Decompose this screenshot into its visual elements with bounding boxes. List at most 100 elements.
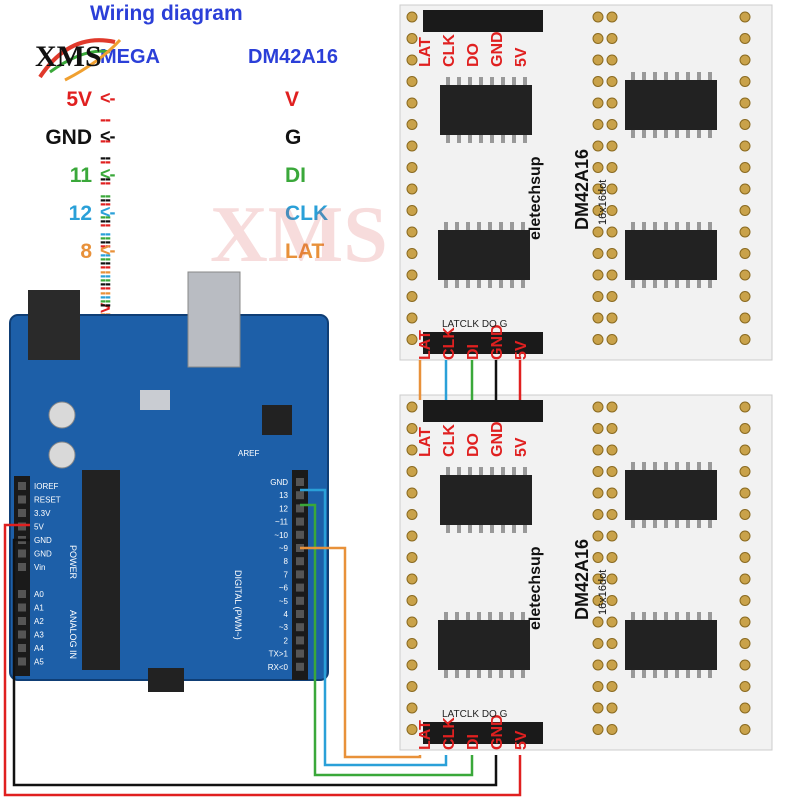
- chip-leg: [686, 520, 690, 528]
- legend-from: 8: [80, 240, 92, 263]
- chip-leg: [708, 222, 712, 230]
- chip-leg: [466, 222, 470, 230]
- chip-leg: [468, 77, 472, 85]
- pin-hole: [406, 226, 418, 238]
- pin-hole: [606, 487, 618, 499]
- chip-leg: [675, 462, 679, 470]
- pin-hole: [406, 466, 418, 477]
- header-pin: [296, 517, 304, 526]
- sub-text: 16x16dot: [597, 180, 609, 225]
- chip-leg: [444, 280, 448, 288]
- header-pin: [296, 649, 304, 658]
- header-pin-label: 8: [284, 557, 289, 566]
- pin-hole: [606, 616, 618, 628]
- header-pin-label: A3: [34, 631, 44, 640]
- driver-chip: [625, 230, 717, 280]
- pin-hole: [406, 119, 418, 130]
- output-connector: [423, 722, 543, 744]
- pin-hole: [606, 205, 618, 216]
- header-pin-label: A1: [34, 604, 44, 613]
- header-pin: [296, 491, 304, 500]
- pin-hole: [739, 638, 751, 649]
- chip-leg: [653, 222, 657, 230]
- chip-leg: [653, 130, 657, 138]
- pin-hole: [606, 638, 618, 649]
- pin-hole: [739, 33, 751, 44]
- legend-from: 11: [69, 164, 92, 187]
- chip-leg: [653, 462, 657, 470]
- chip-leg: [521, 222, 525, 230]
- chip-leg: [642, 670, 646, 678]
- module-pin-label: 5V: [513, 47, 530, 67]
- pin-hole: [592, 681, 604, 692]
- pin-hole: [592, 659, 604, 671]
- logo-text: XMS: [35, 40, 102, 73]
- pin-hole: [592, 724, 604, 735]
- header-pin: [296, 662, 304, 671]
- header-pin-label: 12: [279, 504, 288, 513]
- pin-hole: [606, 183, 618, 195]
- module-pin-label: 5V: [513, 437, 530, 457]
- chip-leg: [446, 467, 450, 475]
- header-pin: [18, 482, 26, 490]
- wire-clk: [300, 488, 448, 767]
- header-pin-label: 7: [284, 570, 289, 579]
- chip-leg: [457, 77, 461, 85]
- chip-leg: [664, 670, 668, 678]
- digital-label: DIGITAL (PWM~): [233, 570, 243, 640]
- chip-leg: [631, 462, 635, 470]
- legend-to: LAT: [285, 240, 325, 263]
- chip-leg: [499, 612, 503, 620]
- pin-hole: [606, 401, 618, 413]
- pin-hole: [606, 54, 618, 66]
- pin-hole: [592, 509, 604, 520]
- chip-leg: [523, 467, 527, 475]
- module-pcb: [399, 4, 773, 361]
- pin-hole: [406, 509, 418, 520]
- pin-hole: [592, 291, 604, 302]
- pin-hole: [606, 724, 618, 735]
- chip-leg: [664, 130, 668, 138]
- pin-hole: [739, 530, 751, 542]
- module-pin-label: CLK: [441, 717, 458, 750]
- header-pin-label: A5: [34, 658, 44, 667]
- pin-hole: [739, 681, 751, 692]
- chip-leg: [479, 525, 483, 533]
- header-pin-label: GND: [34, 536, 52, 545]
- driver-chip: [440, 85, 532, 135]
- pin-hole: [406, 54, 418, 66]
- chip-leg: [708, 280, 712, 288]
- driver-chip: [440, 475, 532, 525]
- pin-hole: [606, 97, 618, 109]
- header-pin-label: 2: [284, 636, 289, 645]
- crystal: [140, 390, 170, 410]
- chip-leg: [664, 280, 668, 288]
- pin-hole: [739, 205, 751, 216]
- module-pin-label: GND: [489, 324, 506, 360]
- pin-hole: [606, 681, 618, 692]
- header-pin-label: ~3: [279, 623, 289, 632]
- chip-leg: [477, 670, 481, 678]
- legend-left-header: MEGA: [100, 46, 160, 68]
- chip-leg: [697, 670, 701, 678]
- chip-leg: [455, 280, 459, 288]
- pin-hole: [406, 638, 418, 649]
- pin-hole: [739, 312, 751, 324]
- header-pin: [296, 583, 304, 592]
- header-pin: [18, 644, 26, 652]
- pin-hole: [739, 54, 751, 66]
- pin-hole: [739, 616, 751, 628]
- chip-leg: [653, 612, 657, 620]
- chip-leg: [697, 130, 701, 138]
- chip-leg: [490, 135, 494, 143]
- pin-hole: [606, 702, 618, 714]
- pin-hole: [606, 552, 618, 563]
- analog-label: ANALOG IN: [68, 610, 78, 659]
- header-pin: [18, 590, 26, 598]
- chip-leg: [477, 612, 481, 620]
- chip-leg: [631, 280, 635, 288]
- chip-leg: [675, 520, 679, 528]
- header-pin-label: A2: [34, 617, 44, 626]
- pin-hole: [406, 269, 418, 281]
